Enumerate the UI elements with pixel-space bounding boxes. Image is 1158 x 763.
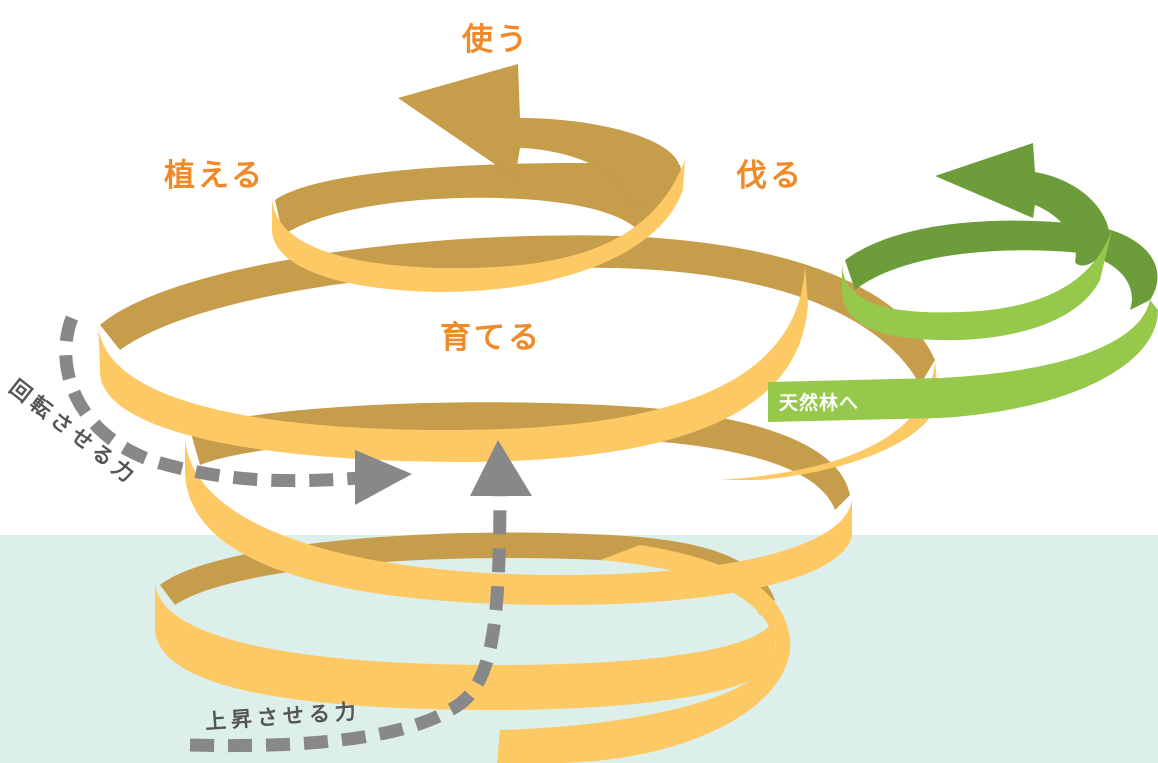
rotate-force-arrow bbox=[59, 315, 361, 488]
label-cut: 伐る bbox=[736, 158, 804, 194]
ribbon-back-loop-3 bbox=[100, 235, 935, 385]
ribbon-top-arrow bbox=[398, 64, 680, 207]
ribbon-front-loop-2 bbox=[184, 428, 852, 605]
label-rotate-force: 回転させる力 bbox=[5, 372, 182, 502]
ribbon-back-loop-4 bbox=[275, 163, 682, 235]
ribbon-front-layer bbox=[98, 160, 939, 763]
green-ribbon bbox=[768, 143, 1158, 422]
ribbon-front-loop-3b bbox=[720, 360, 939, 480]
ribbon-tail bbox=[497, 545, 791, 763]
green-arrow bbox=[935, 143, 1110, 266]
green-front-loop bbox=[842, 230, 1112, 341]
ribbon-front-loop-1 bbox=[155, 580, 775, 710]
rotate-force-arrowhead bbox=[355, 450, 412, 505]
label-grow: 育てる bbox=[440, 320, 542, 356]
rise-force-arrowhead bbox=[470, 440, 532, 496]
force-arrows bbox=[59, 315, 507, 753]
green-tail bbox=[768, 300, 1158, 422]
rotate-force-text: 回転させる力 bbox=[4, 375, 143, 491]
label-natural-forest: 天然林へ bbox=[779, 392, 860, 414]
label-plant: 植える bbox=[164, 158, 266, 194]
label-use: 使う bbox=[462, 22, 530, 58]
rise-force-arrow bbox=[189, 489, 507, 753]
ribbon-front-loop-4 bbox=[272, 160, 685, 292]
